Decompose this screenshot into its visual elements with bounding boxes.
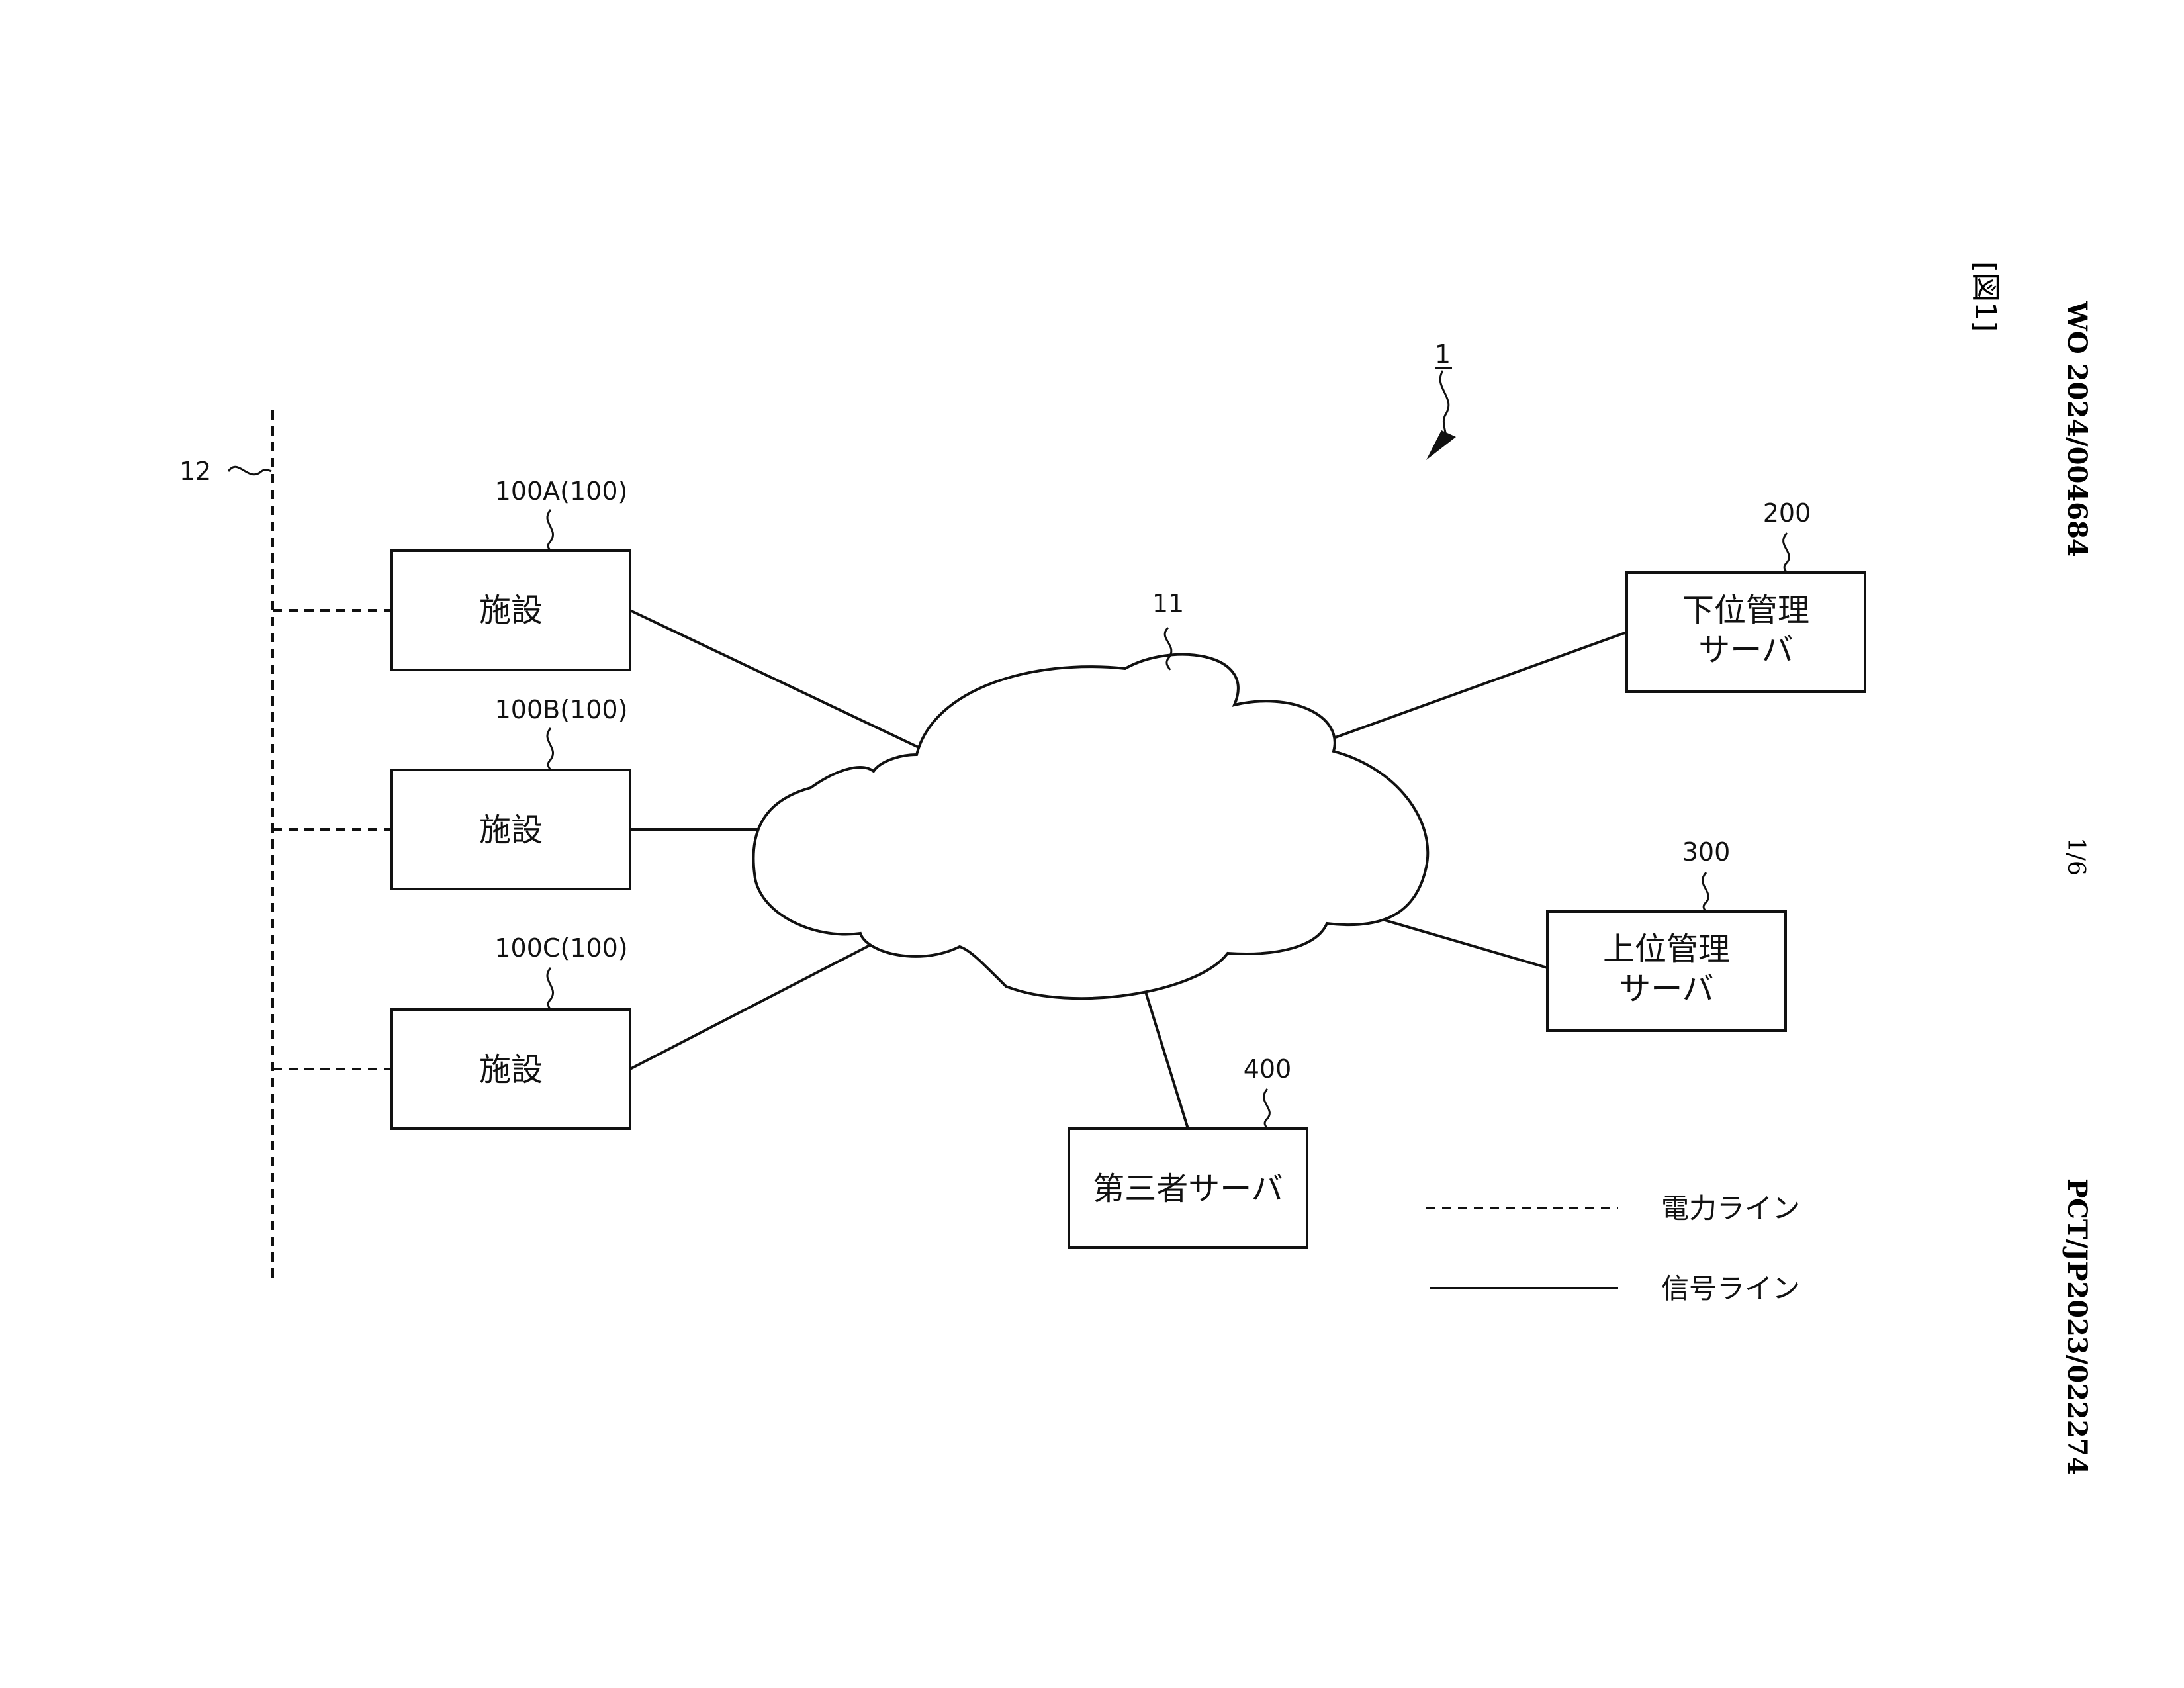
upper-management-server: 上位管理 サーバ 300: [1547, 837, 1786, 1031]
upper-server-ref-squiggle: [1703, 872, 1709, 912]
facility-b-ref-label: 100B(100): [495, 695, 628, 724]
third-party-server: 第三者サーバ 400: [1069, 1055, 1307, 1248]
system-ref-arrowhead: [1426, 430, 1456, 460]
publication-number: WO 2024/004684: [2062, 301, 2093, 557]
facility-a: 施設 100A(100): [392, 477, 630, 670]
power-grid-ref-squiggle: [228, 467, 271, 475]
page-number: 1/6: [2062, 837, 2089, 876]
network-ref-label: 11: [1152, 589, 1184, 618]
signal-line-third-party-server: [1145, 990, 1188, 1129]
signal-line-lower-server: [1334, 632, 1627, 738]
lower-management-server: 下位管理 サーバ 200: [1627, 498, 1865, 692]
application-number: PCT/JP2023/022274: [2062, 1178, 2093, 1475]
facility-b-label: 施設: [479, 812, 543, 849]
signal-line-facility-c: [630, 943, 874, 1069]
third-party-server-ref-label: 400: [1244, 1055, 1292, 1084]
upper-server-label-line2: サーバ: [1619, 970, 1714, 1008]
legend-signal-label: 信号ライン: [1661, 1272, 1800, 1305]
system-ref-label: 1: [1435, 340, 1451, 369]
power-grid-ref-label: 12: [179, 457, 211, 486]
lower-server-ref-label: 200: [1763, 498, 1811, 528]
facility-c-ref-label: 100C(100): [494, 933, 627, 962]
facility-a-ref-label: 100A(100): [495, 477, 628, 506]
legend: 電力ライン 信号ライン: [1426, 1192, 1800, 1305]
third-party-server-label: 第三者サーバ: [1093, 1170, 1283, 1207]
facility-c-ref-squiggle: [547, 968, 553, 1009]
facility-c-label: 施設: [479, 1051, 543, 1088]
lower-server-label-line2: サーバ: [1698, 632, 1794, 669]
figure-label: [図1]: [1968, 261, 2002, 332]
signal-line-facility-a: [630, 610, 920, 748]
facility-a-label: 施設: [479, 592, 543, 629]
lower-server-label-line1: 下位管理: [1682, 592, 1809, 629]
facility-b: 施設 100B(100): [392, 695, 630, 889]
facility-a-ref-squiggle: [547, 510, 553, 551]
signal-line-upper-server: [1373, 917, 1547, 968]
third-party-server-ref-squiggle: [1264, 1089, 1270, 1129]
facility-c: 施設 100C(100): [392, 933, 630, 1129]
network-cloud: [753, 655, 1428, 999]
facility-b-ref-squiggle: [547, 728, 553, 770]
lower-server-ref-squiggle: [1784, 533, 1790, 573]
legend-power-label: 電力ライン: [1661, 1192, 1800, 1225]
upper-server-label-line1: 上位管理: [1603, 931, 1730, 968]
upper-server-ref-label: 300: [1682, 837, 1731, 867]
